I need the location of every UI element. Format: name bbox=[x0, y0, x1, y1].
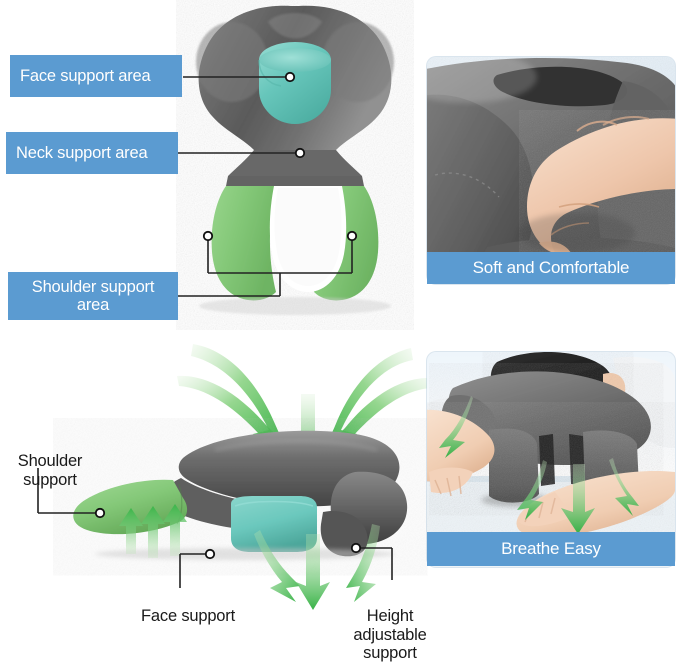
airflow-arrows-outbound bbox=[119, 504, 380, 610]
callout-face-support[interactable]: Face support bbox=[118, 588, 258, 626]
soft-comfortable-caption-label: Soft and Comfortable bbox=[472, 258, 630, 277]
callout-neck-support-area-label: Neck support area bbox=[16, 143, 148, 162]
soft-comfortable-photo bbox=[427, 57, 675, 284]
front-view-pillow-illustration bbox=[196, 5, 394, 315]
soft-comfortable-panel[interactable] bbox=[427, 57, 675, 284]
callout-neck-support-area[interactable]: Neck support area bbox=[6, 132, 178, 174]
face-support-insert bbox=[258, 42, 331, 124]
callout-face-support-area-label: Face support area bbox=[20, 66, 151, 85]
top-diagram-leader-lines bbox=[178, 71, 358, 297]
callout-shoulder-support-area[interactable]: Shoulder support area bbox=[8, 272, 178, 320]
callout-shoulder-support-area-label: Shoulder support area bbox=[31, 277, 155, 314]
callout-height-adjustable-support[interactable]: Height adjustable support bbox=[330, 588, 450, 663]
callout-height-adjustable-support-label: Height adjustable support bbox=[353, 606, 427, 663]
soft-comfortable-caption: Soft and Comfortable bbox=[427, 252, 675, 284]
breathe-easy-caption-label: Breathe Easy bbox=[501, 539, 601, 558]
callout-face-support-label: Face support bbox=[141, 606, 235, 625]
bottom-diagram-leader-lines bbox=[37, 468, 393, 588]
callout-face-support-area[interactable]: Face support area bbox=[10, 55, 182, 97]
breathe-easy-caption: Breathe Easy bbox=[427, 532, 675, 566]
callout-shoulder-support-label: Shoulder support bbox=[17, 451, 83, 489]
callout-shoulder-support[interactable]: Shoulder support bbox=[0, 433, 100, 489]
